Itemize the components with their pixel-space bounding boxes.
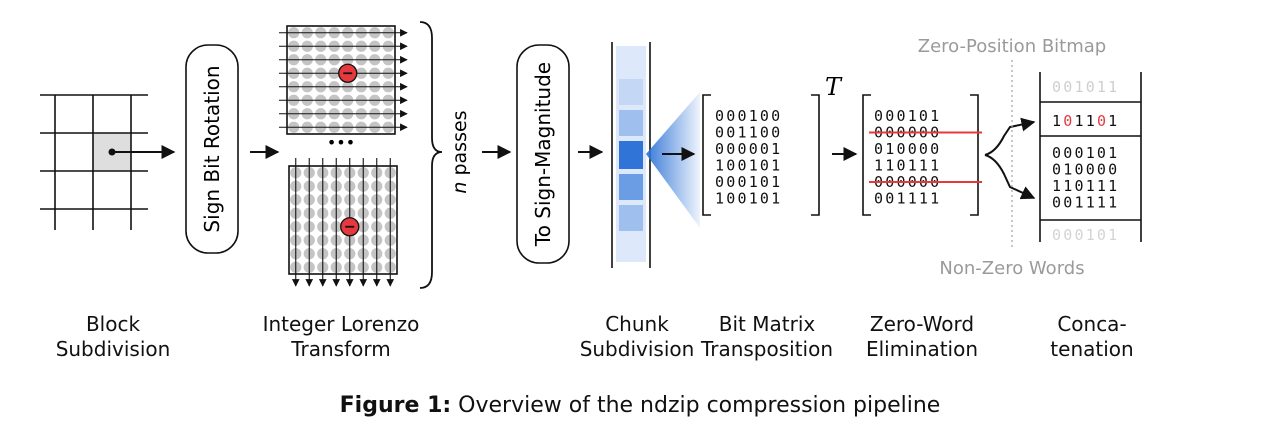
ellipsis: ••• xyxy=(327,133,355,152)
non-zero-word: 010000 xyxy=(1052,161,1119,179)
arrow-to-bitmap xyxy=(984,117,1036,156)
label-bit-matrix-line1: Bit Matrix xyxy=(718,312,816,336)
label-concatenation-line2: tenation xyxy=(1050,337,1134,361)
matrix-row: 000100 xyxy=(715,107,782,125)
active-chunk xyxy=(619,141,643,169)
non-zero-words-label: Non-Zero Words xyxy=(939,258,1084,279)
bitmap-bit: 0 xyxy=(1097,112,1108,130)
label-zero-word-line1: Zero-Word xyxy=(869,312,975,336)
label-bit-matrix-transposition: Bit Matrix Transposition xyxy=(696,312,838,362)
pipeline-diagram: Sign Bit Rotation ••• npasses To Sign-Ma… xyxy=(40,21,1142,289)
label-concatenation: Conca- tenation xyxy=(1034,312,1150,362)
lorenzo-top-grid xyxy=(279,25,408,135)
caption-text: Overview of the ndzip compression pipeli… xyxy=(458,393,941,418)
passes-brace xyxy=(419,21,443,289)
passes-text: passes xyxy=(449,110,471,175)
bitmap-bit: 1 xyxy=(1108,112,1119,130)
faded-bottom-word: 000101 xyxy=(1052,226,1119,244)
to-sign-magnitude-label: To Sign-Magnitude xyxy=(531,62,555,247)
figure-caption: Figure 1: Overview of the ndzip compress… xyxy=(0,393,1280,418)
chunk-expand-fan xyxy=(646,92,700,228)
label-zero-word-line2: Elimination xyxy=(865,337,979,361)
matrix-row: 000101 xyxy=(715,173,782,191)
label-block-subdivision-line2: Subdivision xyxy=(55,337,171,361)
bitmap-bit: 1 xyxy=(1074,112,1085,130)
zeroword-left-bracket xyxy=(862,94,871,216)
block-center-dot xyxy=(108,148,116,156)
matrix-row: 001100 xyxy=(715,124,782,142)
to-sign-magnitude-box xyxy=(516,44,570,264)
label-concatenation-line1: Conca- xyxy=(1057,312,1127,336)
sign-bit-rotation-box xyxy=(185,44,239,254)
non-zero-word: 110111 xyxy=(1052,177,1119,195)
matrix-row: 110111 xyxy=(874,157,941,175)
concat-text: 0010111011010001010100001101110011110001… xyxy=(1052,78,1119,244)
arrow-to-words xyxy=(984,154,1036,200)
lorenzo-bottom-grid xyxy=(288,158,398,287)
sign-bit-rotation-label: Sign Bit Rotation xyxy=(200,65,224,232)
label-zero-word-elimination: Zero-Word Elimination xyxy=(852,312,992,362)
label-chunk-subdivision-line2: Subdivision xyxy=(579,337,695,361)
zeroword-right-bracket xyxy=(970,94,979,216)
matrix-row: 100101 xyxy=(715,190,782,208)
caption-prefix: Figure 1: xyxy=(339,393,452,418)
matrix-row: 000101 xyxy=(874,107,941,125)
label-chunk-subdivision-line1: Chunk xyxy=(605,312,669,336)
non-zero-word: 000101 xyxy=(1052,144,1119,162)
bitmap-bit: 1 xyxy=(1052,112,1063,130)
label-block-subdivision: Block Subdivision xyxy=(38,312,188,362)
bitmatrix-right-bracket xyxy=(811,94,820,216)
matrix-row: 100101 xyxy=(715,157,782,175)
chunk-column xyxy=(611,42,651,268)
concat-column xyxy=(1039,72,1142,242)
label-bit-matrix-line2: Transposition xyxy=(700,337,834,361)
matrix-row: 010000 xyxy=(874,140,941,158)
block-grid xyxy=(40,94,148,230)
faded-top-word: 001011 xyxy=(1052,78,1119,96)
label-block-subdivision-line1: Block xyxy=(85,312,141,336)
bitmap-bit: 1 xyxy=(1086,112,1097,130)
label-integer-lorenzo-line2: Transform xyxy=(291,337,391,361)
grid-frame xyxy=(288,165,398,275)
label-integer-lorenzo: Integer Lorenzo Transform xyxy=(256,312,426,362)
passes-label: npasses xyxy=(449,110,471,193)
non-zero-word: 001111 xyxy=(1052,194,1119,212)
bitmatrix-left-bracket xyxy=(702,94,711,216)
matrix-row: 001111 xyxy=(874,190,941,208)
label-chunk-subdivision: Chunk Subdivision xyxy=(578,312,696,362)
matrix-row: 000001 xyxy=(715,140,782,158)
label-integer-lorenzo-line1: Integer Lorenzo xyxy=(262,312,420,336)
bitmap-word: 101101 xyxy=(1052,112,1119,130)
bitmap-bit: 0 xyxy=(1063,112,1074,130)
transpose-symbol: T xyxy=(825,73,843,101)
grid-frame xyxy=(286,25,396,135)
zero-position-bitmap-label: Zero-Position Bitmap xyxy=(918,36,1106,57)
